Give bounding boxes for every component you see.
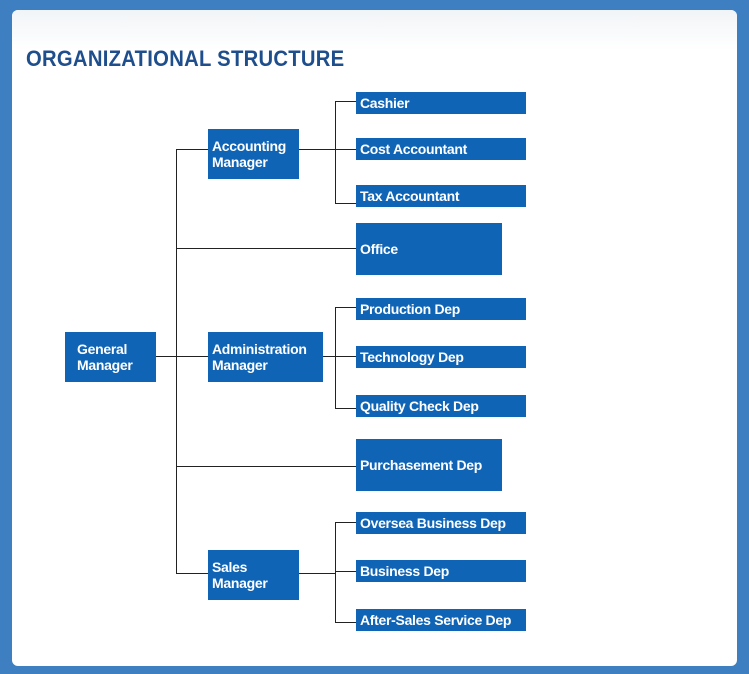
connector-line xyxy=(176,466,356,467)
connector-line xyxy=(335,408,356,409)
node-label: Manager xyxy=(212,575,268,591)
connector-line xyxy=(335,203,356,204)
node-business-dep: Business Dep xyxy=(356,560,526,582)
node-oversea-business-dep: Oversea Business Dep xyxy=(356,512,526,534)
connector-line xyxy=(176,248,356,249)
node-label: Purchasement Dep xyxy=(360,457,483,473)
connector-line xyxy=(335,307,336,408)
node-technology-dep: Technology Dep xyxy=(356,346,526,368)
node-label: Manager xyxy=(212,154,268,170)
node-tax-accountant: Tax Accountant xyxy=(356,185,526,207)
node-label: Business Dep xyxy=(360,563,449,579)
connector-line xyxy=(299,149,335,150)
connector-line xyxy=(335,622,356,623)
connector-line xyxy=(335,307,356,308)
node-label: Cost Accountant xyxy=(360,141,467,157)
node-label: Sales xyxy=(212,559,248,575)
node-office: Office xyxy=(356,223,502,275)
connector-line xyxy=(176,573,208,574)
connector-line xyxy=(299,573,335,574)
node-label: Manager xyxy=(77,357,133,373)
connector-line xyxy=(335,101,356,102)
connector-line xyxy=(156,356,176,357)
node-label: Accounting xyxy=(212,138,286,154)
connector-line xyxy=(323,356,335,357)
connector-line xyxy=(335,522,356,523)
node-cashier: Cashier xyxy=(356,92,526,114)
node-label: Manager xyxy=(212,357,268,373)
node-label: Technology Dep xyxy=(360,349,464,365)
node-label: Office xyxy=(360,241,398,257)
node-cost-accountant: Cost Accountant xyxy=(356,138,526,160)
connector-line xyxy=(176,149,177,573)
connector-line xyxy=(176,356,208,357)
connector-line xyxy=(335,522,336,622)
node-purchasement-dep: Purchasement Dep xyxy=(356,439,502,491)
node-label: After-Sales Service Dep xyxy=(360,612,512,628)
node-quality-check-dep: Quality Check Dep xyxy=(356,395,526,417)
node-label: Administration xyxy=(212,341,307,357)
node-label: Tax Accountant xyxy=(360,188,460,204)
connector-line xyxy=(335,356,356,357)
node-label: General xyxy=(77,341,128,357)
node-label: Production Dep xyxy=(360,301,461,317)
connector-line xyxy=(335,571,356,572)
connector-line xyxy=(335,101,336,203)
page-title: ORGANIZATIONAL STRUCTURE xyxy=(26,46,345,71)
node-label: Oversea Business Dep xyxy=(360,515,506,531)
node-label: Cashier xyxy=(360,95,410,111)
connector-line xyxy=(176,149,208,150)
node-label: Quality Check Dep xyxy=(360,398,479,414)
node-after-sales-service-dep: After-Sales Service Dep xyxy=(356,609,526,631)
connector-line xyxy=(335,149,356,150)
node-production-dep: Production Dep xyxy=(356,298,526,320)
